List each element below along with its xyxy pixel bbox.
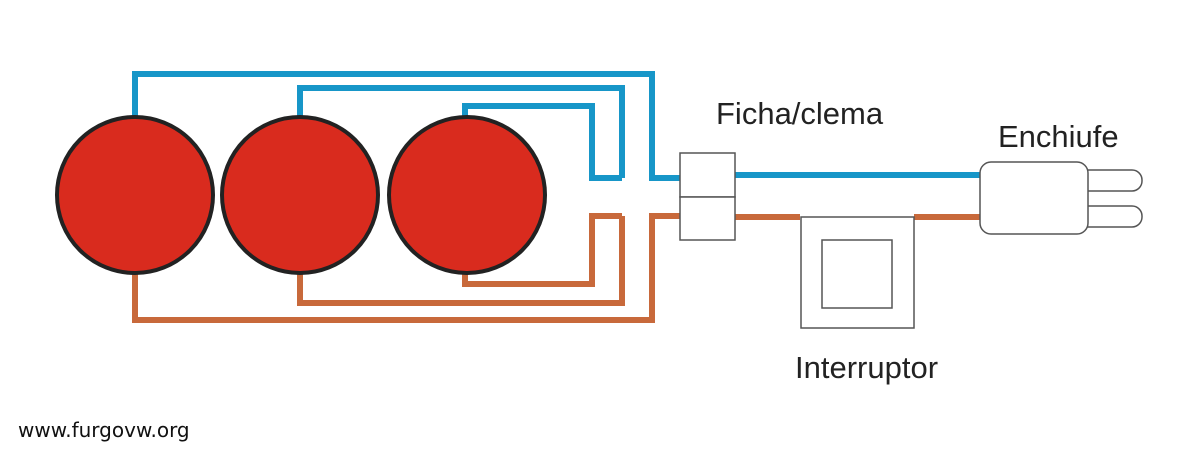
switch-body (800, 216, 915, 329)
connector-top-cell (679, 152, 736, 198)
lamp-3 (387, 115, 547, 275)
lamp-2 (220, 115, 380, 275)
brown-wire-lamp-2 (297, 216, 625, 306)
brown-wires (132, 213, 980, 323)
blue-wire-lamp-3 (462, 103, 622, 181)
blue-wires (132, 71, 980, 181)
plug-body (979, 161, 1089, 235)
lamp-1 (55, 115, 215, 275)
lamps (55, 115, 547, 275)
blue-wire-lamp-1 (132, 71, 680, 181)
brown-wire-lamp-1 (132, 213, 680, 323)
switch-label: Interruptor (795, 350, 938, 385)
connector-bottom-cell (679, 196, 736, 241)
watermark: www.furgovw.org (18, 418, 190, 442)
brown-wire-lamp-3 (462, 213, 622, 287)
connector-block (679, 152, 736, 241)
blue-wire-lamp-2 (297, 85, 625, 178)
switch (800, 216, 915, 329)
plug (979, 161, 1143, 235)
switch-rocker (821, 239, 893, 309)
plug-label: Enchiufe (998, 119, 1119, 154)
connector-label: Ficha/clema (716, 96, 884, 131)
